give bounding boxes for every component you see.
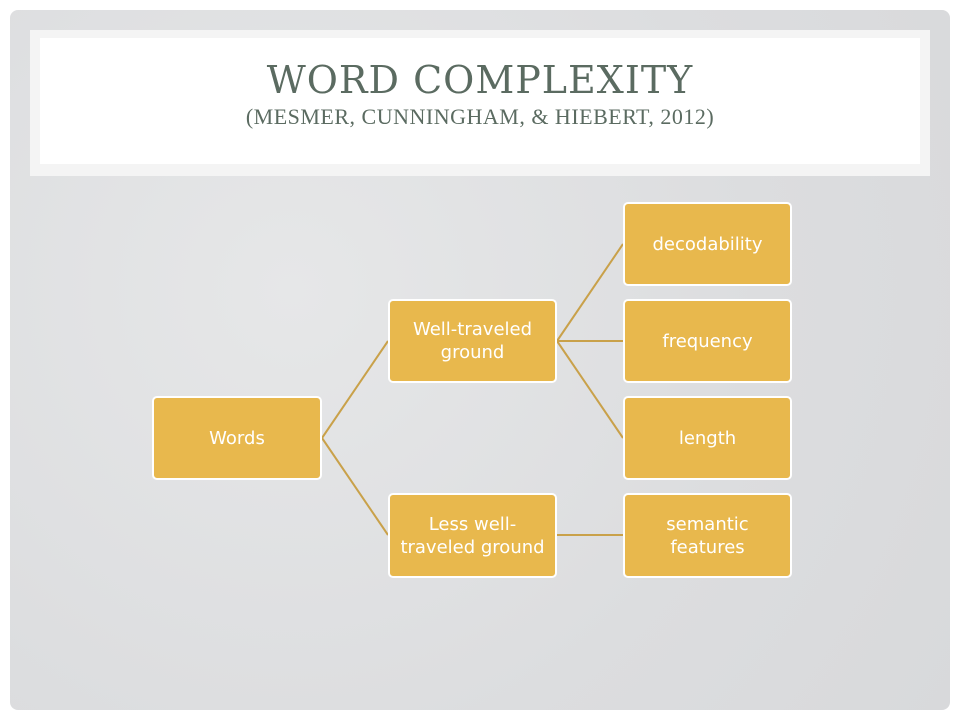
connector-well-traveled-to-length <box>556 340 624 439</box>
connector-words-to-well-traveled <box>321 340 389 439</box>
node-well-traveled-ground-label: Well-traveled ground <box>412 319 533 363</box>
node-words: Words <box>152 396 322 480</box>
node-frequency-label: frequency <box>662 330 753 352</box>
node-length: length <box>623 396 792 480</box>
node-well-traveled-ground: Well-traveled ground <box>388 299 557 383</box>
node-semantic-features-label: semantic features <box>666 513 749 558</box>
slide-subtitle: (MESMER, CUNNINGHAM, & HIEBERT, 2012) <box>245 104 715 129</box>
node-words-label: Words <box>209 427 265 449</box>
node-length-label: length <box>678 427 737 449</box>
node-frequency: frequency <box>623 299 792 383</box>
node-less-well-traveled-ground-label: Less well-traveled ground <box>400 513 545 558</box>
title-box: WORD COMPLEXITY (MESMER, CUNNINGHAM, & H… <box>40 38 920 164</box>
title-band: WORD COMPLEXITY (MESMER, CUNNINGHAM, & H… <box>30 30 930 176</box>
slide-title: WORD COMPLEXITY <box>266 58 694 102</box>
connector-words-to-less-well-traveled <box>321 437 389 536</box>
connector-well-traveled-to-decodability <box>556 243 624 342</box>
node-semantic-features: semantic features <box>623 493 792 578</box>
node-decodability: decodability <box>623 202 792 286</box>
node-less-well-traveled-ground: Less well-traveled ground <box>388 493 557 578</box>
node-decodability-label: decodability <box>652 233 763 255</box>
